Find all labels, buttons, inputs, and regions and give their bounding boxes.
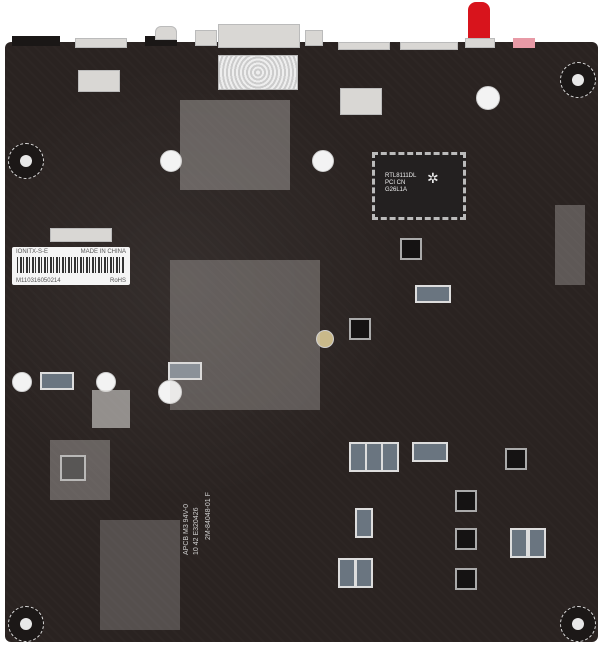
screw-hole [96,372,116,392]
smd-component-cluster [555,205,585,285]
rear-io-connector [12,36,60,46]
usb-port [338,42,390,50]
inductor [510,528,528,558]
inductor [528,528,546,558]
screw-hole [160,150,182,172]
ethernet-port [400,42,458,50]
screw-hole [12,372,32,392]
rear-io-connector [75,38,127,48]
mounting-hole [560,606,596,642]
mounting-hole [8,606,44,642]
mounting-hole [560,62,596,98]
mounting-hole [8,143,44,179]
motherboard [5,42,598,642]
resistor-pack [412,442,448,462]
date-code-text: 10 42 E320426 [193,507,200,556]
small-ic [349,318,371,340]
dvi-port-screw [305,30,323,46]
part-code-text: 2M-84048-01 F [205,492,212,540]
small-ic [455,568,477,590]
resistor-pack [40,372,74,390]
barcode [17,257,125,273]
chip-line1: RTL8111DL [385,173,417,179]
ethernet-controller-chip: RTL8111DL PCI CN G26L1A ✲ [372,152,466,220]
small-ic [505,448,527,470]
resistor-pack [168,362,202,380]
pcb-mark-text: APCB M3 94V-0 [183,504,190,555]
smd-component-cluster [100,520,180,630]
model-text: IONITX-S-E [16,249,49,255]
small-ic [60,455,86,481]
inductor [355,558,373,588]
center-screw [316,330,334,348]
rohs-text: RoHS [109,278,126,284]
smd-component-cluster [170,260,320,410]
inductor [355,508,373,538]
dvi-port-screw [195,30,217,46]
mic-jack [513,38,535,48]
audio-jack [145,36,177,46]
origin-text: MADE IN CHINA [80,249,126,255]
small-ic [455,490,477,512]
screw-hole [312,150,334,172]
dvi-port [218,24,300,48]
usb-pin-array [340,88,382,115]
chip-line2: PCI CN [385,180,406,186]
header-connector [50,228,112,242]
serial-label-sticker: IONITX-S-E MADE IN CHINA M110316050214 R… [12,247,130,285]
header-pins [78,70,120,92]
screw-hole [158,380,182,404]
antenna-base [465,38,495,48]
realtek-crab-logo-icon: ✲ [427,170,439,186]
resistor-pack [415,285,451,303]
vga-port-screw [155,26,177,40]
small-ic [455,528,477,550]
chip-line3: G26L1A [385,187,408,193]
wifi-antenna-connector [468,2,490,40]
smd-component-cluster [180,100,290,190]
mosfet-chip [400,238,422,260]
inductor [381,442,399,472]
serial-text: M110316050214 [16,278,61,284]
dvi-pin-array [218,55,298,90]
smd-component-cluster [50,440,110,500]
smd-component-cluster [92,390,130,428]
screw-hole [476,86,500,110]
inductor [338,558,356,588]
